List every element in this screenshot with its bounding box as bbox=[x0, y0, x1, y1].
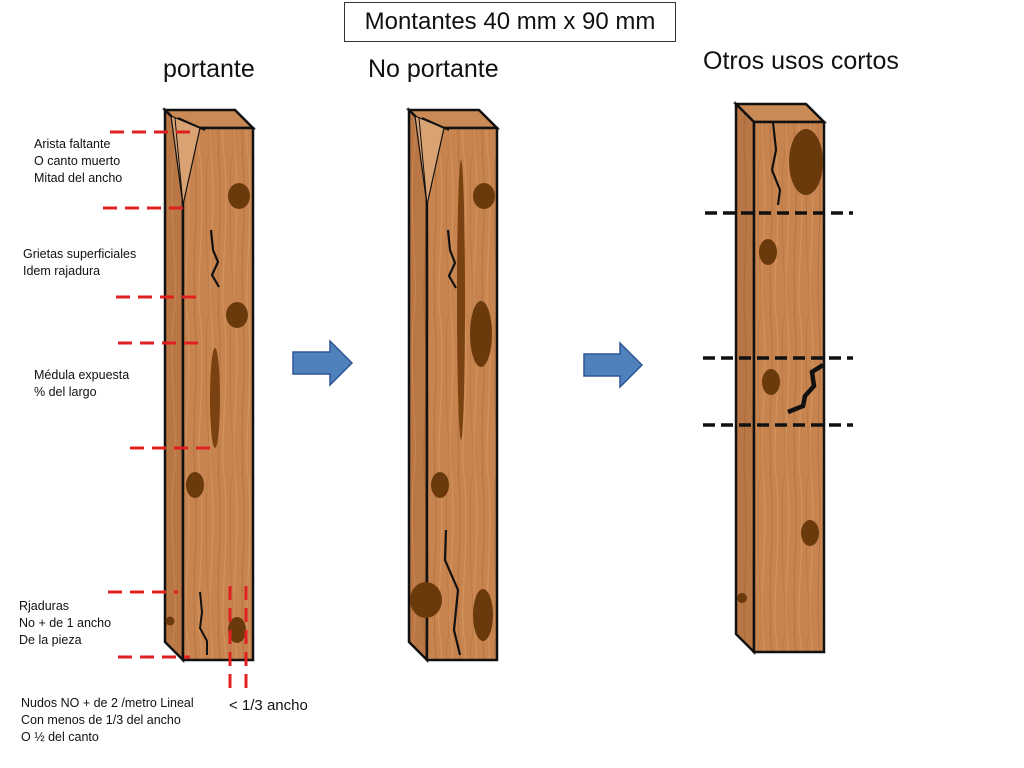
note-grietas: Grietas superficiales Idem rajadura bbox=[23, 247, 137, 278]
knot bbox=[801, 520, 819, 546]
knot bbox=[228, 183, 250, 209]
knot bbox=[228, 617, 246, 643]
stud-side-face bbox=[734, 100, 756, 656]
note-rajaduras: Rjaduras No + de 1 ancho De la pieza bbox=[19, 599, 112, 647]
stud-portante bbox=[161, 106, 257, 664]
note-nudos: Nudos NO + de 2 /metro Lineal Con menos … bbox=[21, 696, 194, 744]
knot bbox=[737, 593, 747, 603]
note-arista-faltante: Arista faltante O canto muerto Mitad del… bbox=[34, 137, 123, 185]
note-medula: Médula expuesta % del largo bbox=[34, 368, 130, 399]
knot bbox=[410, 582, 442, 618]
knot bbox=[186, 472, 204, 498]
split-crack bbox=[787, 363, 825, 415]
knot bbox=[789, 129, 823, 195]
stud-side-face bbox=[407, 106, 429, 664]
page-title: Montantes 40 mm x 90 mm bbox=[344, 2, 676, 42]
stud-otros-usos bbox=[732, 100, 828, 656]
knot bbox=[473, 183, 495, 209]
knot bbox=[759, 239, 777, 265]
knot bbox=[762, 369, 780, 395]
knot bbox=[470, 301, 492, 367]
stud-side-face bbox=[163, 106, 185, 664]
split-crack bbox=[443, 529, 462, 656]
surface-crack bbox=[770, 121, 782, 206]
column-header-otros-usos: Otros usos cortos bbox=[703, 47, 899, 75]
exposed-pith bbox=[457, 160, 465, 440]
stud-no-portante bbox=[405, 106, 501, 664]
knot bbox=[473, 589, 493, 641]
knot bbox=[165, 616, 175, 626]
cut-lines bbox=[703, 211, 853, 427]
arrow-right-icon bbox=[292, 339, 354, 387]
surface-crack bbox=[209, 229, 220, 288]
split-crack bbox=[198, 591, 208, 655]
third-width-label: < 1/3 ancho bbox=[229, 697, 308, 714]
knot bbox=[431, 472, 449, 498]
arrow-right-icon bbox=[583, 341, 644, 389]
knot bbox=[226, 302, 248, 328]
column-header-portante: portante bbox=[163, 55, 255, 83]
surface-crack bbox=[446, 229, 457, 289]
column-header-no-portante: No portante bbox=[368, 55, 499, 83]
exposed-pith bbox=[210, 348, 220, 448]
defect-markers bbox=[103, 130, 248, 690]
